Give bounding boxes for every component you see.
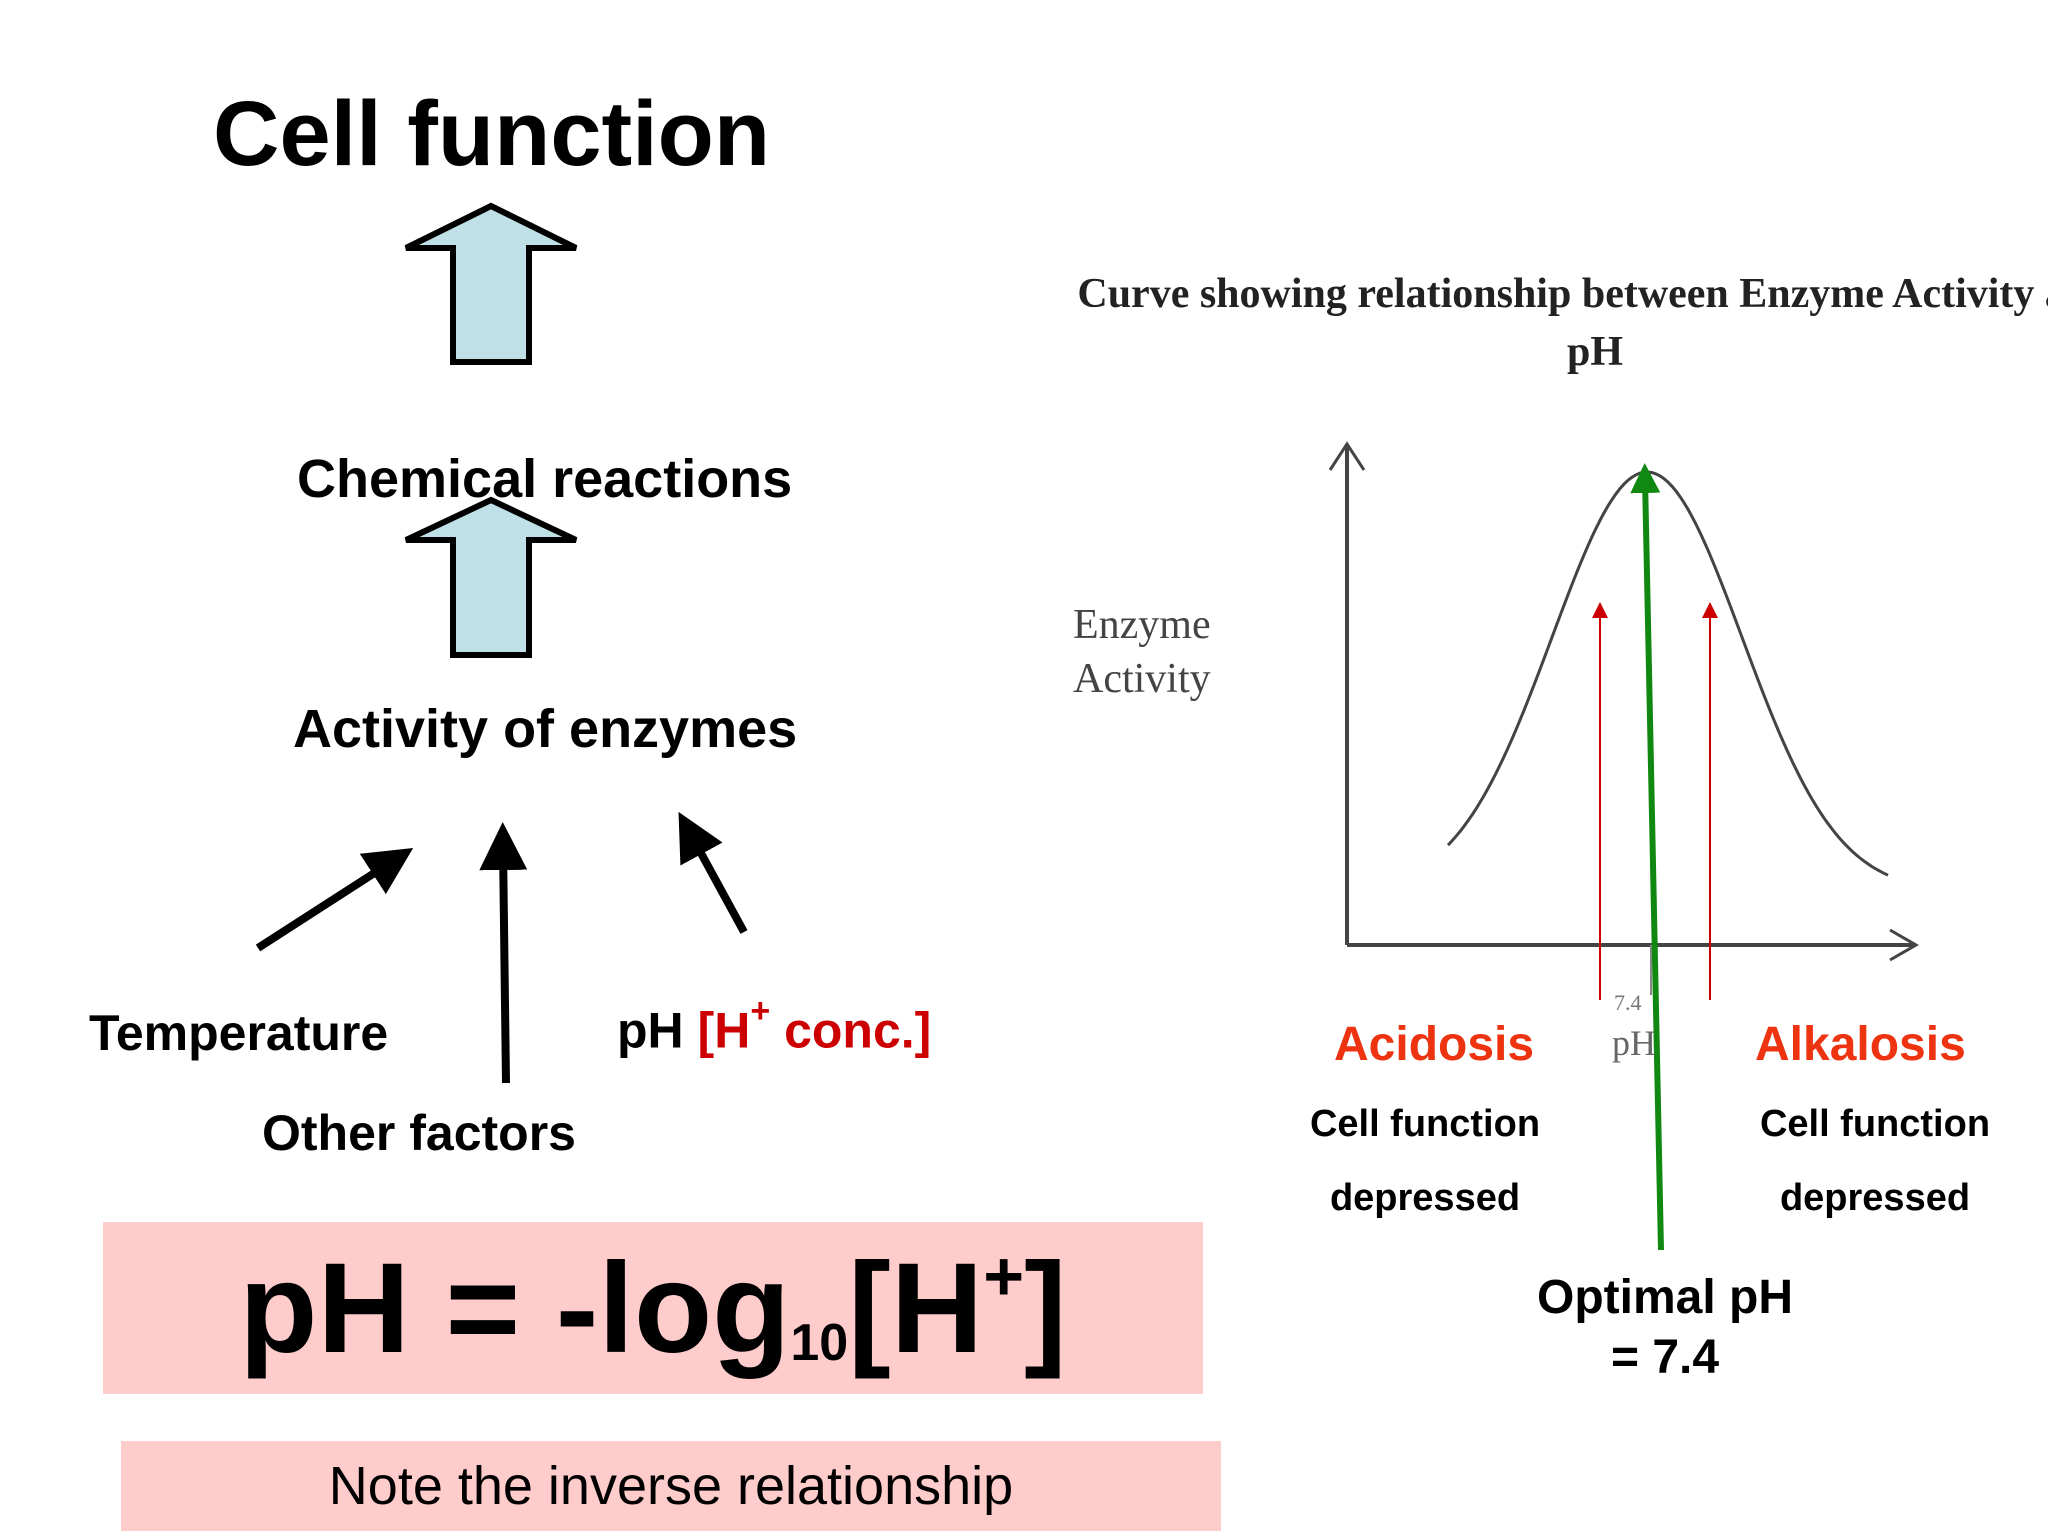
ph-arrow-icon bbox=[678, 811, 748, 934]
optimal-ph-arrow bbox=[1630, 463, 1664, 1251]
chemical-reactions-label: Chemical reactions bbox=[297, 449, 793, 509]
h-open: [H bbox=[697, 1002, 751, 1059]
temperature-label: Temperature bbox=[89, 1005, 389, 1061]
formula-lhs: pH = -log bbox=[239, 1236, 791, 1380]
optimal-ph-label: Optimal pH = 7.4 bbox=[1536, 1271, 1793, 1384]
h-plus-superscript: + bbox=[750, 992, 771, 1030]
conc-text: conc.] bbox=[770, 1002, 932, 1059]
temperature-arrow-icon bbox=[255, 847, 414, 952]
alkalosis-label: Alkalosis bbox=[1755, 1018, 1966, 1071]
x-axis-arrowhead-icon bbox=[1889, 928, 1920, 962]
other-factors-arrow-icon bbox=[479, 822, 528, 1084]
inverse-relationship-note: Note the inverse relationship bbox=[328, 1456, 1014, 1516]
chart-title: Curve showing relationship between Enzym… bbox=[1077, 271, 2048, 375]
formula-box: pH = -log10[H+] bbox=[103, 1222, 1203, 1394]
chart-x-label: pH bbox=[1612, 1023, 1656, 1063]
acidosis-label: Acidosis bbox=[1334, 1018, 1535, 1071]
formula-bracket-close: ] bbox=[1024, 1236, 1067, 1380]
activity-of-enzymes-label: Activity of enzymes bbox=[293, 699, 798, 759]
note-box: Note the inverse relationship bbox=[121, 1441, 1221, 1531]
ph-h-conc-label: pH [H+ conc.] bbox=[617, 992, 932, 1060]
other-factors-label: Other factors bbox=[262, 1105, 576, 1161]
alkalosis-note: Cell function depressed bbox=[1759, 1103, 1991, 1219]
formula-plus: + bbox=[983, 1236, 1025, 1315]
ph-formula: pH = -log10[H+] bbox=[239, 1235, 1066, 1382]
chart-y-label: Enzyme Activity bbox=[1073, 602, 1211, 702]
formula-log-base: 10 bbox=[790, 1313, 849, 1372]
up-arrow-icon bbox=[404, 496, 578, 658]
up-arrow-icon bbox=[404, 202, 578, 365]
ph-prefix: pH bbox=[617, 1002, 698, 1059]
enzyme-activity-curve bbox=[1446, 470, 1889, 877]
page-title: Cell function bbox=[213, 83, 771, 185]
acidosis-note: Cell function depressed bbox=[1309, 1103, 1541, 1219]
formula-bracket-open: [H bbox=[848, 1236, 984, 1380]
optimal-ph-tick-label: 7.4 bbox=[1614, 990, 1642, 1015]
y-axis-arrowhead-icon bbox=[1328, 441, 1366, 471]
